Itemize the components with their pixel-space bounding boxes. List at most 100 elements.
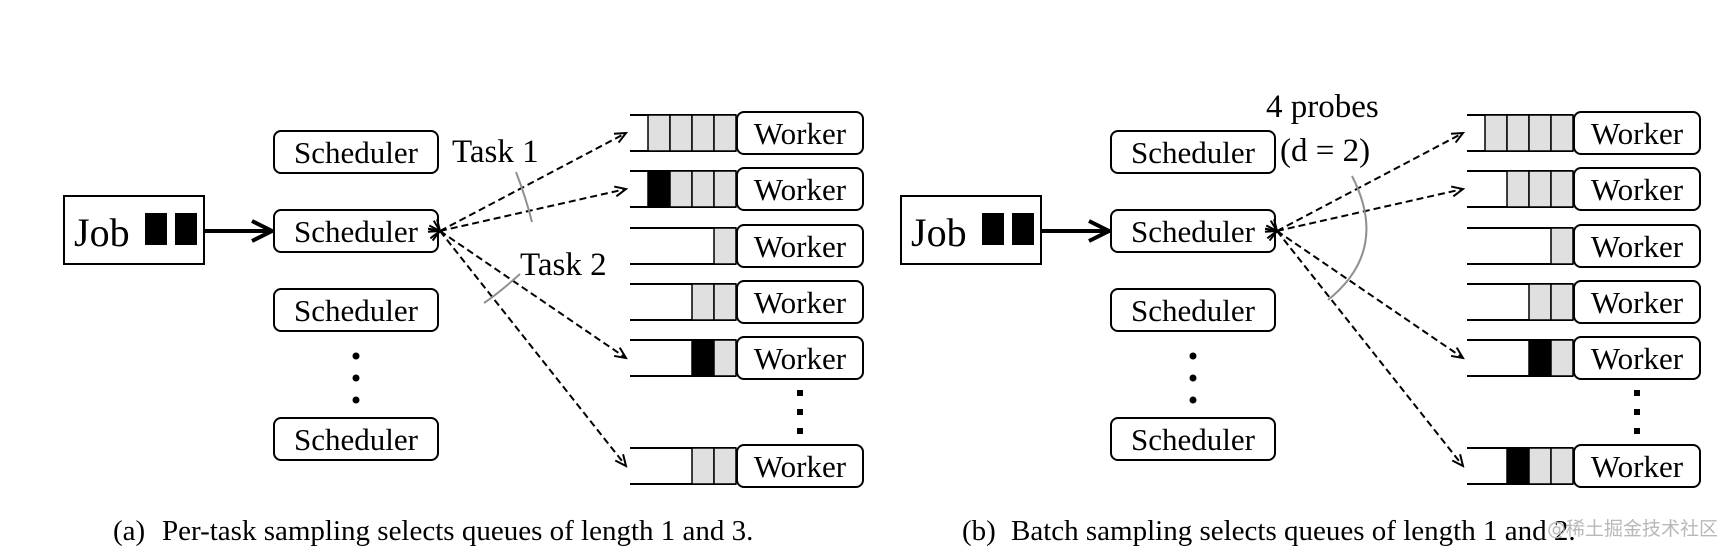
queue-cell-waiting <box>1550 447 1574 485</box>
job-box: Job <box>900 195 1042 265</box>
caption-text: Per-task sampling selects queues of leng… <box>162 515 753 547</box>
scheduler-label: Scheduler <box>294 214 419 249</box>
scheduler-list: Scheduler Scheduler Scheduler Sc <box>1110 130 1276 461</box>
scheduler-label: Scheduler <box>1131 135 1256 170</box>
task2-label: Task 2 <box>520 247 607 283</box>
queue-cell-waiting <box>1506 170 1530 208</box>
scheduler-list: Scheduler Scheduler Scheduler Sc <box>273 130 439 461</box>
queue-cell-running <box>1528 339 1552 377</box>
queue-cell-waiting <box>1550 227 1574 265</box>
queue-cell-waiting <box>713 114 737 152</box>
queue-cell-waiting <box>691 114 715 152</box>
worker-row: Worker <box>1467 280 1701 324</box>
worker-box <box>736 280 864 324</box>
queue-cell-running <box>1506 447 1530 485</box>
scheduler-box-active: Scheduler <box>273 209 439 253</box>
probes-label: 4 probes <box>1266 89 1379 125</box>
queue-cell-waiting <box>1528 283 1552 321</box>
scheduler-label: Scheduler <box>294 422 419 457</box>
scheduler-label: Scheduler <box>294 293 419 328</box>
worker-box <box>736 111 864 155</box>
queue-cell-waiting <box>691 447 715 485</box>
queue-cell-waiting <box>1550 283 1574 321</box>
task1-arc <box>515 171 533 223</box>
worker-row: Worker <box>1467 111 1701 155</box>
worker-ellipsis <box>797 390 803 434</box>
worker-row: Worker <box>1467 224 1701 268</box>
worker-label: Worker <box>754 116 847 151</box>
worker-box <box>1573 224 1701 268</box>
worker-box <box>736 336 864 380</box>
queue-cell-waiting <box>1528 447 1552 485</box>
queue-cell-waiting <box>647 114 671 152</box>
panel-per-task-sampling: Job Scheduler Scheduler Scheduler <box>63 111 864 547</box>
worker-box <box>736 167 864 211</box>
job-task-block <box>982 213 1004 245</box>
job-tasks <box>145 213 197 245</box>
probe-arrows <box>1277 133 1463 466</box>
job-box: Job <box>63 195 205 265</box>
queue-cell-waiting <box>1484 114 1508 152</box>
queue-cell-waiting <box>713 447 737 485</box>
scheduler-box: Scheduler <box>273 130 439 174</box>
queue-cell-waiting <box>1506 114 1530 152</box>
worker-row: Worker <box>630 224 864 268</box>
worker-label: Worker <box>1591 172 1684 207</box>
worker-box <box>736 444 864 488</box>
worker-box <box>1573 167 1701 211</box>
queue-cell-waiting <box>1550 114 1574 152</box>
probes-d-label: (d = 2) <box>1280 133 1370 169</box>
queue-cell-waiting <box>669 170 693 208</box>
scheduler-ellipsis <box>1189 352 1197 404</box>
worker-label: Worker <box>1591 229 1684 264</box>
queue-cell-waiting <box>713 339 737 377</box>
job-tasks <box>982 213 1034 245</box>
scheduler-box: Scheduler <box>1110 130 1276 174</box>
queue-cell-waiting <box>1550 170 1574 208</box>
worker-label: Worker <box>754 172 847 207</box>
job-task-block <box>1012 213 1034 245</box>
queue-cell-running <box>647 170 671 208</box>
queue-cell-waiting <box>669 114 693 152</box>
worker-label: Worker <box>754 449 847 484</box>
worker-label: Worker <box>1591 341 1684 376</box>
scheduler-box: Scheduler <box>1110 288 1276 332</box>
queue-cell-waiting <box>691 170 715 208</box>
scheduler-label: Scheduler <box>1131 293 1256 328</box>
queue-cell-waiting <box>1528 114 1552 152</box>
queue-cell-running <box>691 339 715 377</box>
scheduler-box-active: Scheduler <box>1110 209 1276 253</box>
probes-arc <box>1327 175 1368 301</box>
queue-cell-waiting <box>1528 170 1552 208</box>
worker-label: Worker <box>1591 116 1684 151</box>
worker-label: Worker <box>754 341 847 376</box>
job-task-block <box>175 213 197 245</box>
worker-box <box>1573 111 1701 155</box>
job-task-block <box>145 213 167 245</box>
worker-row: Worker <box>630 280 864 324</box>
scheduler-box: Scheduler <box>1110 417 1276 461</box>
scheduler-label: Scheduler <box>294 135 419 170</box>
worker-row: Worker <box>630 167 864 211</box>
worker-label: Worker <box>754 229 847 264</box>
probe-arrow <box>1277 231 1463 466</box>
worker-row: Worker <box>630 111 864 155</box>
worker-row: Worker <box>630 336 864 380</box>
worker-box <box>1573 280 1701 324</box>
queue-cell-waiting <box>1550 339 1574 377</box>
probe-arrow <box>1277 231 1463 358</box>
worker-label: Worker <box>754 285 847 320</box>
watermark: @稀土掘金技术社区 <box>1547 518 1718 540</box>
scheduler-label: Scheduler <box>1131 214 1256 249</box>
worker-row: Worker <box>630 444 864 488</box>
task2-arc <box>483 273 521 304</box>
probe-arrow <box>440 189 626 231</box>
caption-tag: (a) <box>113 515 145 547</box>
caption-tag: (b) <box>962 515 996 547</box>
probe-arrow <box>440 231 626 466</box>
queue-cell-waiting <box>713 283 737 321</box>
worker-row: Worker <box>1467 167 1701 211</box>
worker-row: Worker <box>1467 444 1701 488</box>
